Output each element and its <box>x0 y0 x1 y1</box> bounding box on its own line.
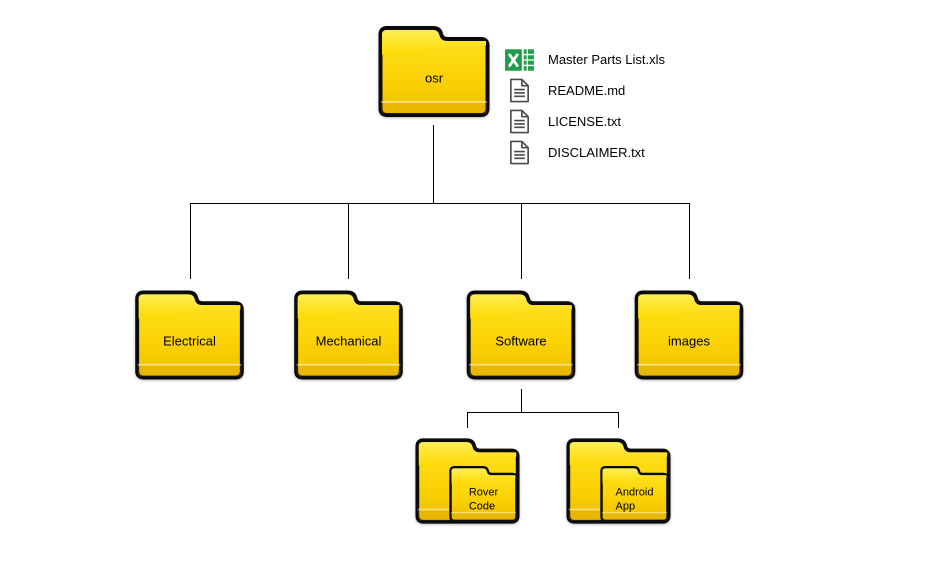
file-name: Master Parts List.xls <box>548 52 666 67</box>
connector-drop-mechanical <box>348 203 349 279</box>
connector-drop-android-app <box>618 412 619 428</box>
document-icon <box>509 140 530 165</box>
folder-label-software: Software <box>495 333 547 349</box>
folder-node-software: Software <box>465 290 577 380</box>
file-name: README.md <box>548 83 626 98</box>
inner-folder-label-line2: App <box>615 500 636 512</box>
file-name: LICENSE.txt <box>548 114 621 129</box>
document-icon <box>509 78 530 103</box>
inner-folder-label-line1: Android <box>615 486 654 499</box>
folder-node-rover-code: Rover Code <box>415 437 520 525</box>
file-name: DISCLAIMER.txt <box>548 145 645 160</box>
file-row: README.md <box>504 75 665 106</box>
connector-software-horizontal <box>467 412 619 413</box>
inner-folder-label-line1: Rover <box>468 486 499 499</box>
folder-node-images: images <box>633 290 745 380</box>
file-row: DISCLAIMER.txt <box>504 137 665 168</box>
inner-folder-label-line2: Code <box>468 500 496 512</box>
file-row: LICENSE.txt <box>504 106 665 137</box>
folder-label-mechanical: Mechanical <box>315 333 382 349</box>
connector-drop-images <box>689 203 690 279</box>
inner-folder-rover-code: Rover Code <box>449 464 518 524</box>
connector-software-stem <box>521 389 522 412</box>
connector-main-horizontal <box>190 203 690 204</box>
inner-folder-android-app: Android App <box>600 464 669 524</box>
connector-root-stem <box>433 125 434 203</box>
file-row: Master Parts List.xls <box>504 44 665 75</box>
connector-drop-electrical <box>190 203 191 279</box>
root-file-list: Master Parts List.xls README.md LICENSE.… <box>504 44 665 168</box>
connector-drop-rover-code <box>467 412 468 428</box>
folder-node-osr: osr <box>378 25 490 118</box>
folder-node-electrical: Electrical <box>134 290 245 380</box>
folder-label-osr: osr <box>424 70 444 86</box>
folder-label-images: images <box>668 333 710 349</box>
excel-file-icon <box>504 46 535 74</box>
folder-node-android-app: Android App <box>566 437 671 525</box>
document-icon <box>509 109 530 134</box>
connector-drop-software <box>521 203 522 279</box>
folder-node-mechanical: Mechanical <box>293 290 404 380</box>
folder-label-electrical: Electrical <box>163 333 216 349</box>
